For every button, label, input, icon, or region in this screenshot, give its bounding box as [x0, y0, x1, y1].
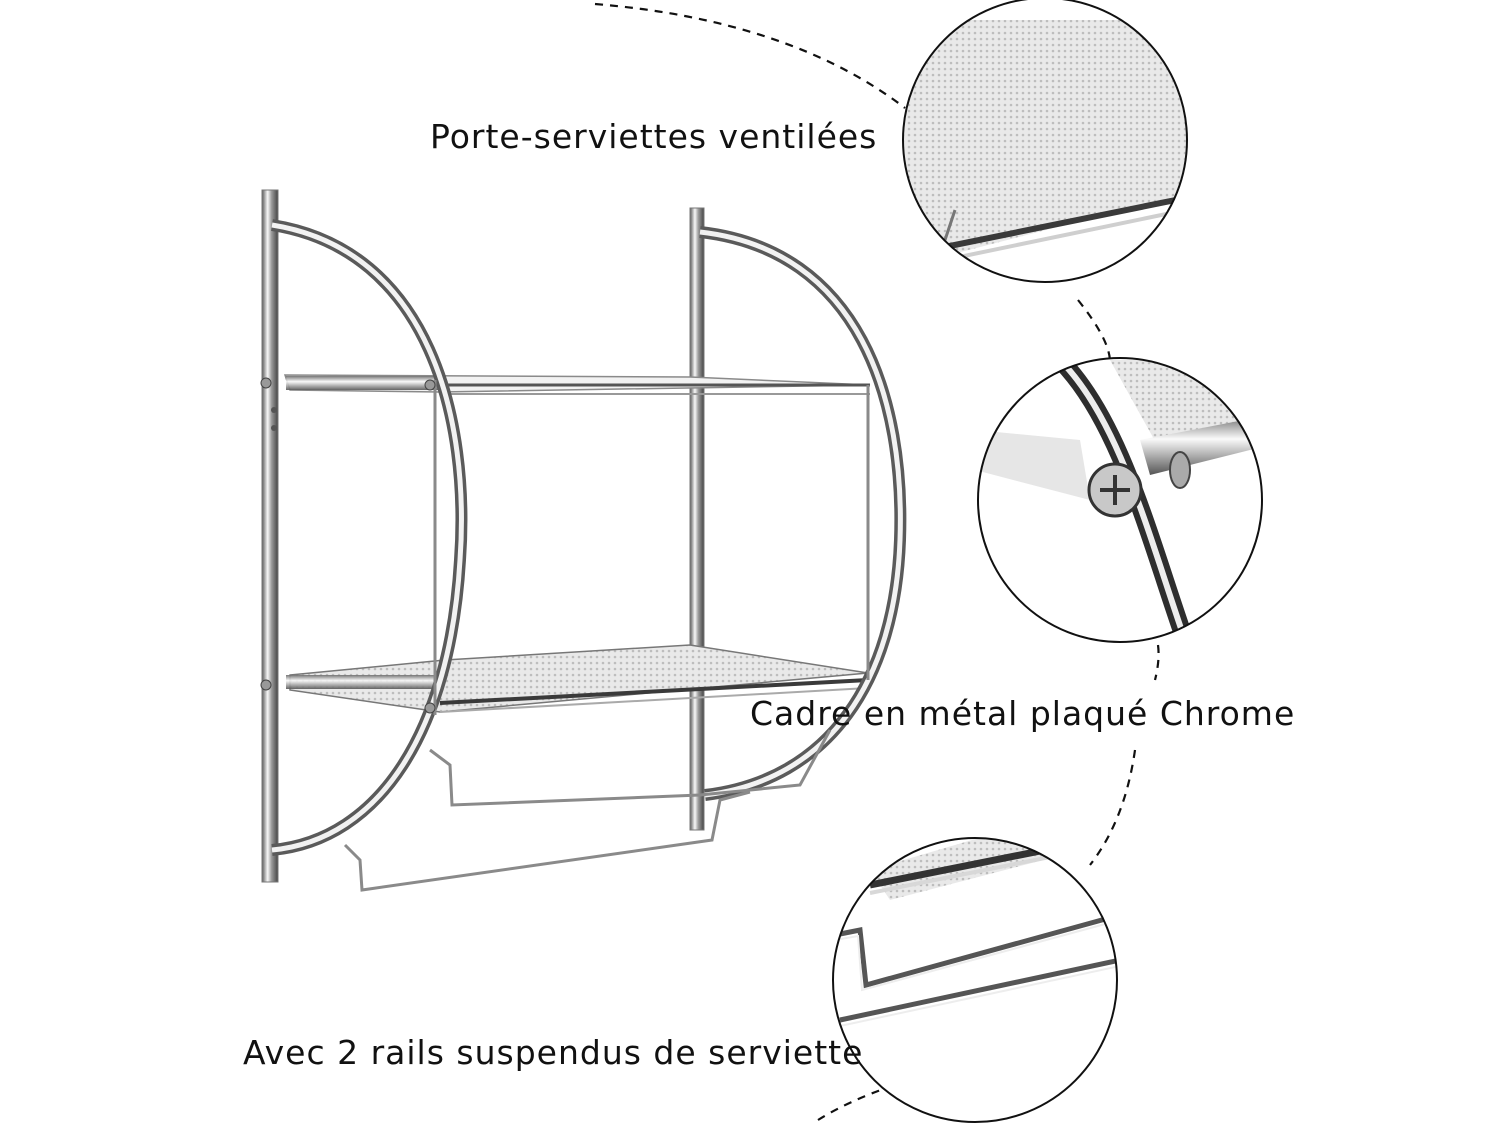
- detail-circle-ventilated-shelf: [902, 0, 1188, 283]
- upper-shelf: [283, 374, 871, 395]
- detail-circle-towel-rail: [832, 837, 1118, 1123]
- connector-bottom: [817, 1083, 896, 1121]
- feature-caption-chrome-frame: Cadre en métal plaqué Chrome: [750, 694, 1296, 733]
- feature-caption-ventilated: Porte-serviettes ventilées: [430, 117, 878, 156]
- feature-caption-towel-rails: Avec 2 rails suspendus de serviette: [243, 1033, 864, 1072]
- connector-middle-bottom: [1153, 644, 1160, 681]
- connector-middle-top: [1077, 299, 1112, 363]
- connector-top: [594, 2, 906, 109]
- towel-rails: [343, 729, 832, 892]
- detail-circle-chrome-frame: [977, 357, 1263, 643]
- towel-shelf-product: [260, 189, 907, 892]
- connector-lower: [1089, 749, 1137, 866]
